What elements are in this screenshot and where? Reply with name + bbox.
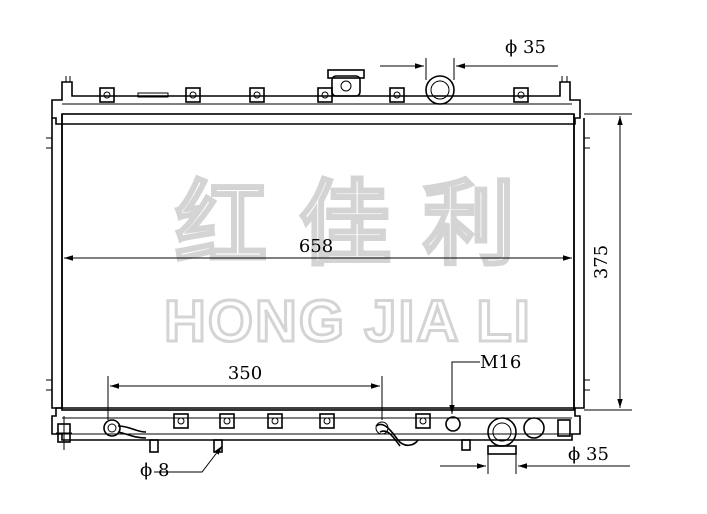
dimension-inlet-offset: 350 [107,363,383,420]
small-pipe-label: ϕ 8 [140,460,169,481]
small-pipe-right [375,421,419,447]
watermark-english: HONG JIA LI [164,289,532,354]
dimension-height: 375 [584,113,632,411]
drain-plug [445,416,545,439]
dimension-drain-thread: M16 [449,352,521,414]
dimension-top-pipe: ϕ 35 [380,37,558,69]
top-tank [51,76,581,125]
dimension-bottom-pipe: ϕ 35 [440,444,630,474]
top-pipe-label: ϕ 35 [505,37,546,58]
radiator-cap [327,69,365,97]
width-label: 658 [299,236,333,257]
small-pipe-left [103,419,223,453]
dimension-width: 658 [64,236,572,261]
bottom-tank [51,407,581,441]
bottom-pipe-label: ϕ 35 [568,444,609,465]
watermark-chinese: 红 佳 利 [175,171,515,278]
left-drain-cock [56,416,72,450]
bottom-brackets [173,413,431,429]
watermark: 红 佳 利 HONG JIA LI [163,170,532,356]
height-label: 375 [591,245,612,279]
top-brackets [99,87,529,103]
inlet-offset-label: 350 [228,363,262,384]
dimension-small-pipe: ϕ 8 [140,445,223,481]
drain-thread-label: M16 [480,352,521,373]
top-outlet-pipe [425,58,455,105]
